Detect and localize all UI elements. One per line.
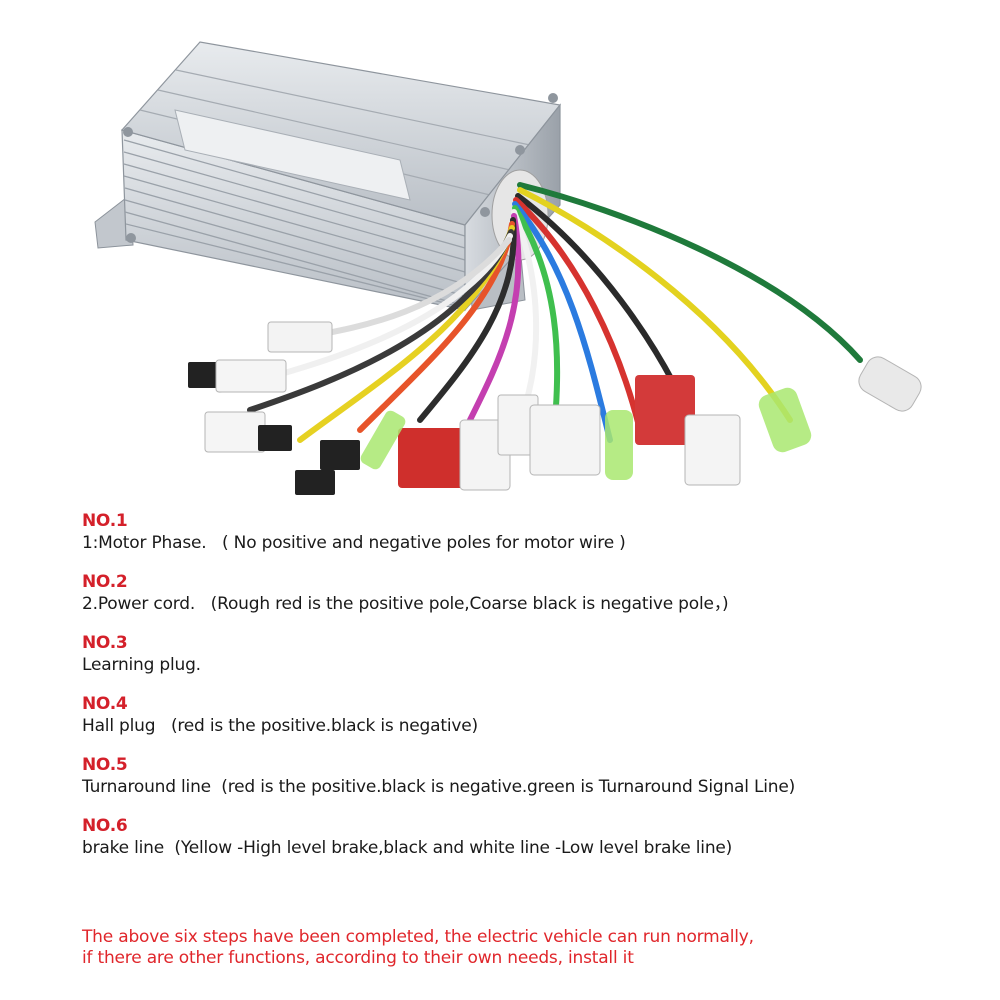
step-desc: 2.Power cord. (Rough red is the positive… xyxy=(82,594,729,614)
step-title: NO.3 xyxy=(82,633,128,653)
footer-line-1: The above six steps have been completed,… xyxy=(82,927,754,947)
step-desc: Learning plug. xyxy=(82,655,201,675)
instruction-list: NO.1 1:Motor Phase. ( No positive and ne… xyxy=(82,510,982,876)
step-desc: 1:Motor Phase. ( No positive and negativ… xyxy=(82,533,626,553)
footer-note: The above six steps have been completed,… xyxy=(82,927,982,969)
step-3: NO.3 Learning plug. xyxy=(82,632,982,676)
controller-housing xyxy=(120,41,562,312)
step-desc: brake line (Yellow -High level brake,bla… xyxy=(82,838,733,858)
footer-line-2: if there are other functions, according … xyxy=(82,948,634,968)
step-4: NO.4 Hall plug (red is the positive.blac… xyxy=(82,693,982,737)
step-desc: Hall plug (red is the positive.black is … xyxy=(82,716,478,736)
step-desc: Turnaround line (red is the positive.bla… xyxy=(82,777,796,797)
step-2: NO.2 2.Power cord. (Rough red is the pos… xyxy=(82,571,982,615)
controller-photo xyxy=(94,41,922,495)
step-title: NO.1 xyxy=(82,511,128,531)
step-title: NO.6 xyxy=(82,816,128,836)
step-title: NO.5 xyxy=(82,755,128,775)
step-title: NO.2 xyxy=(82,572,128,592)
connectors xyxy=(188,321,922,495)
step-1: NO.1 1:Motor Phase. ( No positive and ne… xyxy=(82,510,982,554)
step-title: NO.4 xyxy=(82,694,128,714)
step-6: NO.6 brake line (Yellow -High level brak… xyxy=(82,815,982,859)
step-5: NO.5 Turnaround line (red is the positiv… xyxy=(82,754,982,798)
